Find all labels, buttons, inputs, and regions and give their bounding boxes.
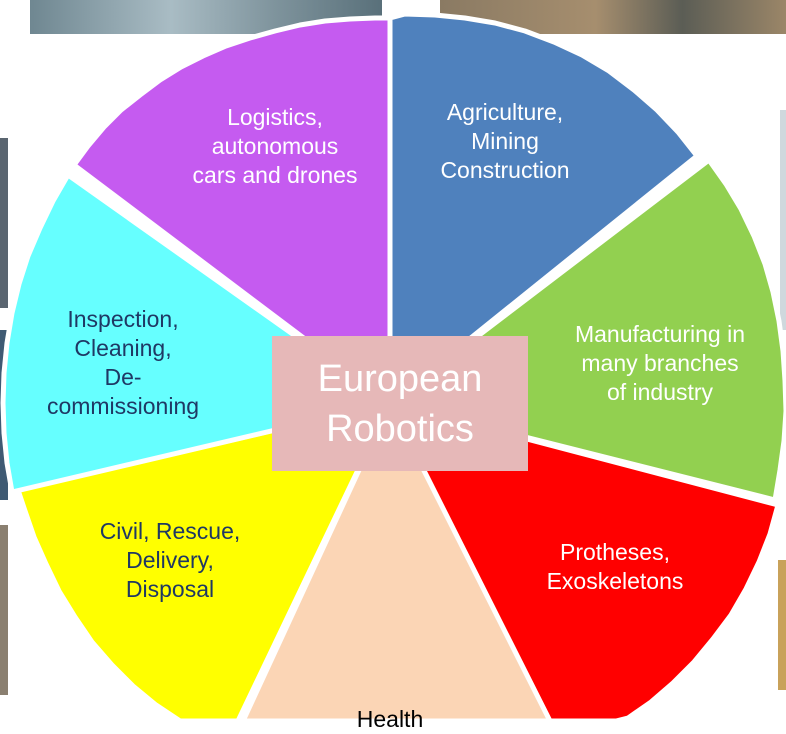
photo-left-upper (0, 138, 8, 308)
segment-civil (15, 400, 393, 721)
segment-agriculture (387, 11, 700, 406)
label-protheses: Protheses,Exoskeletons (546, 539, 684, 594)
center-title-line1: European (317, 357, 483, 400)
segment-logistics (71, 15, 393, 406)
label-health: Health (356, 706, 424, 732)
label-civil: Civil, Rescue,Delivery,Disposal (99, 518, 241, 602)
photo-right-lower (778, 560, 786, 690)
center-title-box: European Robotics (272, 336, 528, 471)
photo-right-upper (780, 110, 786, 330)
photo-left-bottom (0, 525, 8, 695)
center-title-line2: Robotics (326, 407, 474, 450)
label-inspection: Inspection,Cleaning,De-commissioning (46, 306, 200, 419)
